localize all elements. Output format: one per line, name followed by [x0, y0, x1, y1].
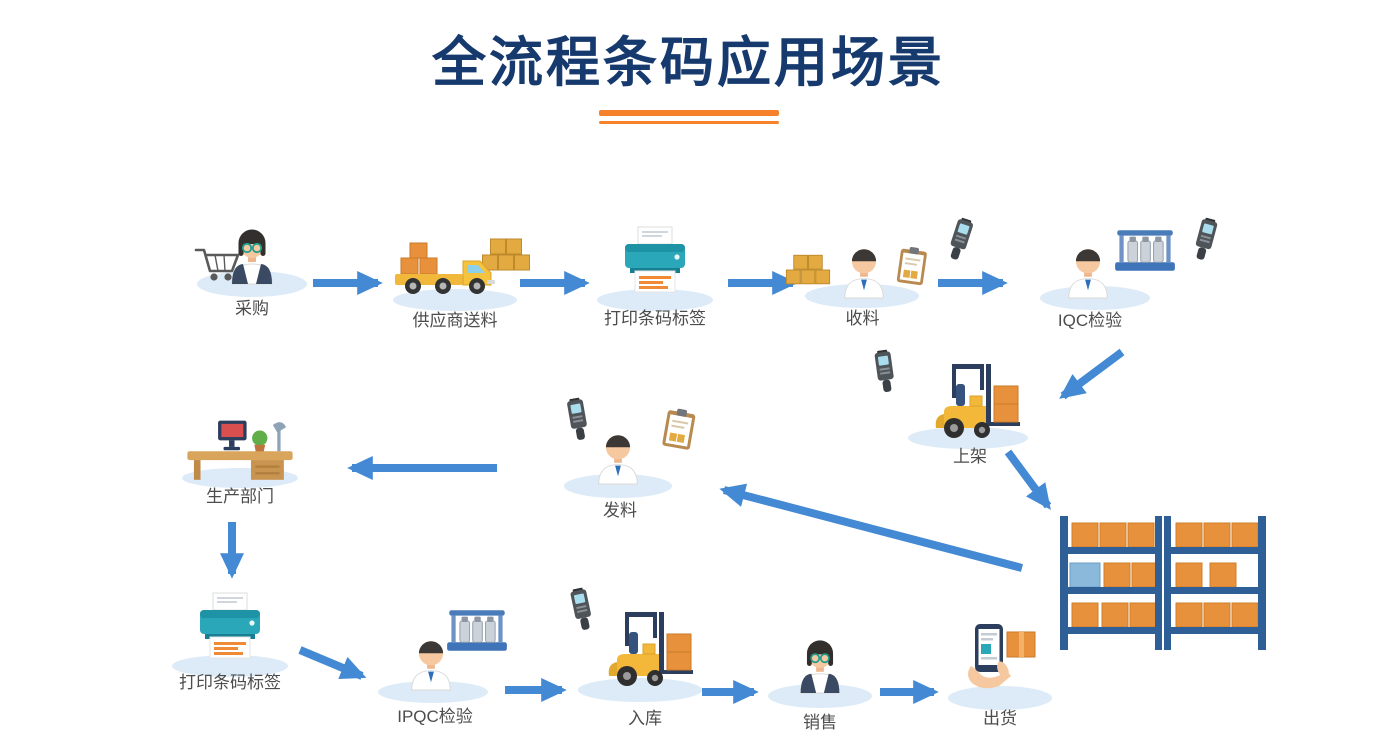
node-label: 入库 [628, 709, 662, 728]
node-label: 生产部门 [206, 487, 274, 506]
barcode-scanner-icon [1192, 216, 1219, 262]
test-machine-icon [1114, 229, 1176, 272]
platform-ellipse [393, 289, 517, 311]
warehouse-in-illustration [569, 586, 702, 702]
node-iqc-inspection: IQC检验 [1010, 212, 1219, 332]
node-label: 供应商送料 [412, 311, 498, 330]
person-icon [844, 248, 884, 299]
receive-material-illustration [785, 216, 975, 308]
flow-arrow-warehouse-rack-to-issue-material [719, 483, 1024, 572]
production-department-illustration [182, 420, 298, 488]
person-icon [1068, 248, 1108, 299]
node-sales: 销售 [750, 610, 890, 734]
gold-boxes-icon [482, 238, 530, 271]
clipboard-icon [896, 245, 928, 286]
hand-phone-icon [967, 623, 1036, 689]
node-label: IQC检验 [1057, 311, 1123, 330]
forklift-icon [935, 363, 1021, 439]
node-label: 发料 [603, 501, 637, 520]
gold-boxes-icon [785, 254, 831, 285]
node-supplier-delivery: 供应商送料 [375, 220, 535, 332]
procurement-illustration [194, 228, 307, 297]
platform-ellipse [597, 289, 713, 311]
person-icon [411, 640, 451, 691]
flow-arrow-iqc-inspection-to-put-on-shelf [1059, 348, 1125, 400]
platform-ellipse [948, 686, 1052, 710]
node-warehouse-rack [1058, 512, 1268, 654]
title-underline-thick [598, 110, 779, 116]
warehouse-rack-illustration [1059, 515, 1267, 651]
person-female-icon [799, 639, 841, 694]
printer-illustration [172, 592, 288, 677]
node-receive-material: 收料 [775, 212, 975, 330]
node-procurement: 采购 [177, 192, 327, 320]
sales-illustration [768, 639, 872, 708]
test-machine-icon [446, 609, 508, 652]
node-label: IPQC检验 [397, 707, 473, 726]
barcode-scanner-icon [946, 216, 975, 262]
barcode-scanner-icon [874, 349, 896, 393]
barcode-scanner-icon [569, 586, 594, 632]
supplier-delivery-illustration [393, 238, 530, 311]
platform-ellipse [578, 678, 702, 702]
node-production-department: 生产部门 [170, 412, 310, 508]
ipqc-inspection-illustration [378, 609, 508, 703]
platform-ellipse [908, 427, 1028, 449]
shipment-illustration [948, 623, 1052, 710]
node-warehouse-in: 入库 [565, 586, 725, 730]
title-underline-thin [598, 121, 779, 124]
node-shipment: 出货 [925, 608, 1075, 730]
printer-icon [199, 592, 261, 659]
node-label: 打印条码标签 [179, 673, 281, 692]
node-label: 出货 [983, 709, 1017, 728]
clipboard-icon [661, 406, 697, 451]
person-icon [598, 434, 638, 485]
warehouse-rack-icon [1059, 515, 1267, 651]
node-label: 采购 [235, 299, 269, 318]
node-put-on-shelf: 上架 [874, 348, 1040, 468]
node-label: 打印条码标签 [604, 309, 706, 328]
platform-ellipse [564, 474, 672, 498]
put-on-shelf-illustration [874, 349, 1028, 449]
truck-icon [394, 242, 496, 295]
forklift-icon [608, 611, 694, 687]
platform-ellipse [378, 681, 488, 703]
printer-illustration [597, 226, 713, 311]
platform-ellipse [172, 655, 288, 677]
node-label: 上架 [953, 447, 987, 466]
node-print-barcode-label-1: 打印条码标签 [575, 216, 735, 330]
page-title: 全流程条码应用场景 [432, 33, 945, 93]
printer-icon [624, 226, 686, 293]
node-label: 销售 [803, 713, 837, 732]
issue-material-illustration [564, 396, 697, 498]
node-label: 收料 [845, 309, 880, 328]
barcode-scanner-icon [566, 396, 590, 442]
node-issue-material: 发料 [545, 396, 697, 522]
iqc-inspection-illustration [1040, 216, 1219, 310]
node-print-barcode-label-2: 打印条码标签 [150, 582, 310, 694]
platform-ellipse [768, 684, 872, 708]
node-ipqc-inspection: IPQC检验 [355, 604, 515, 728]
